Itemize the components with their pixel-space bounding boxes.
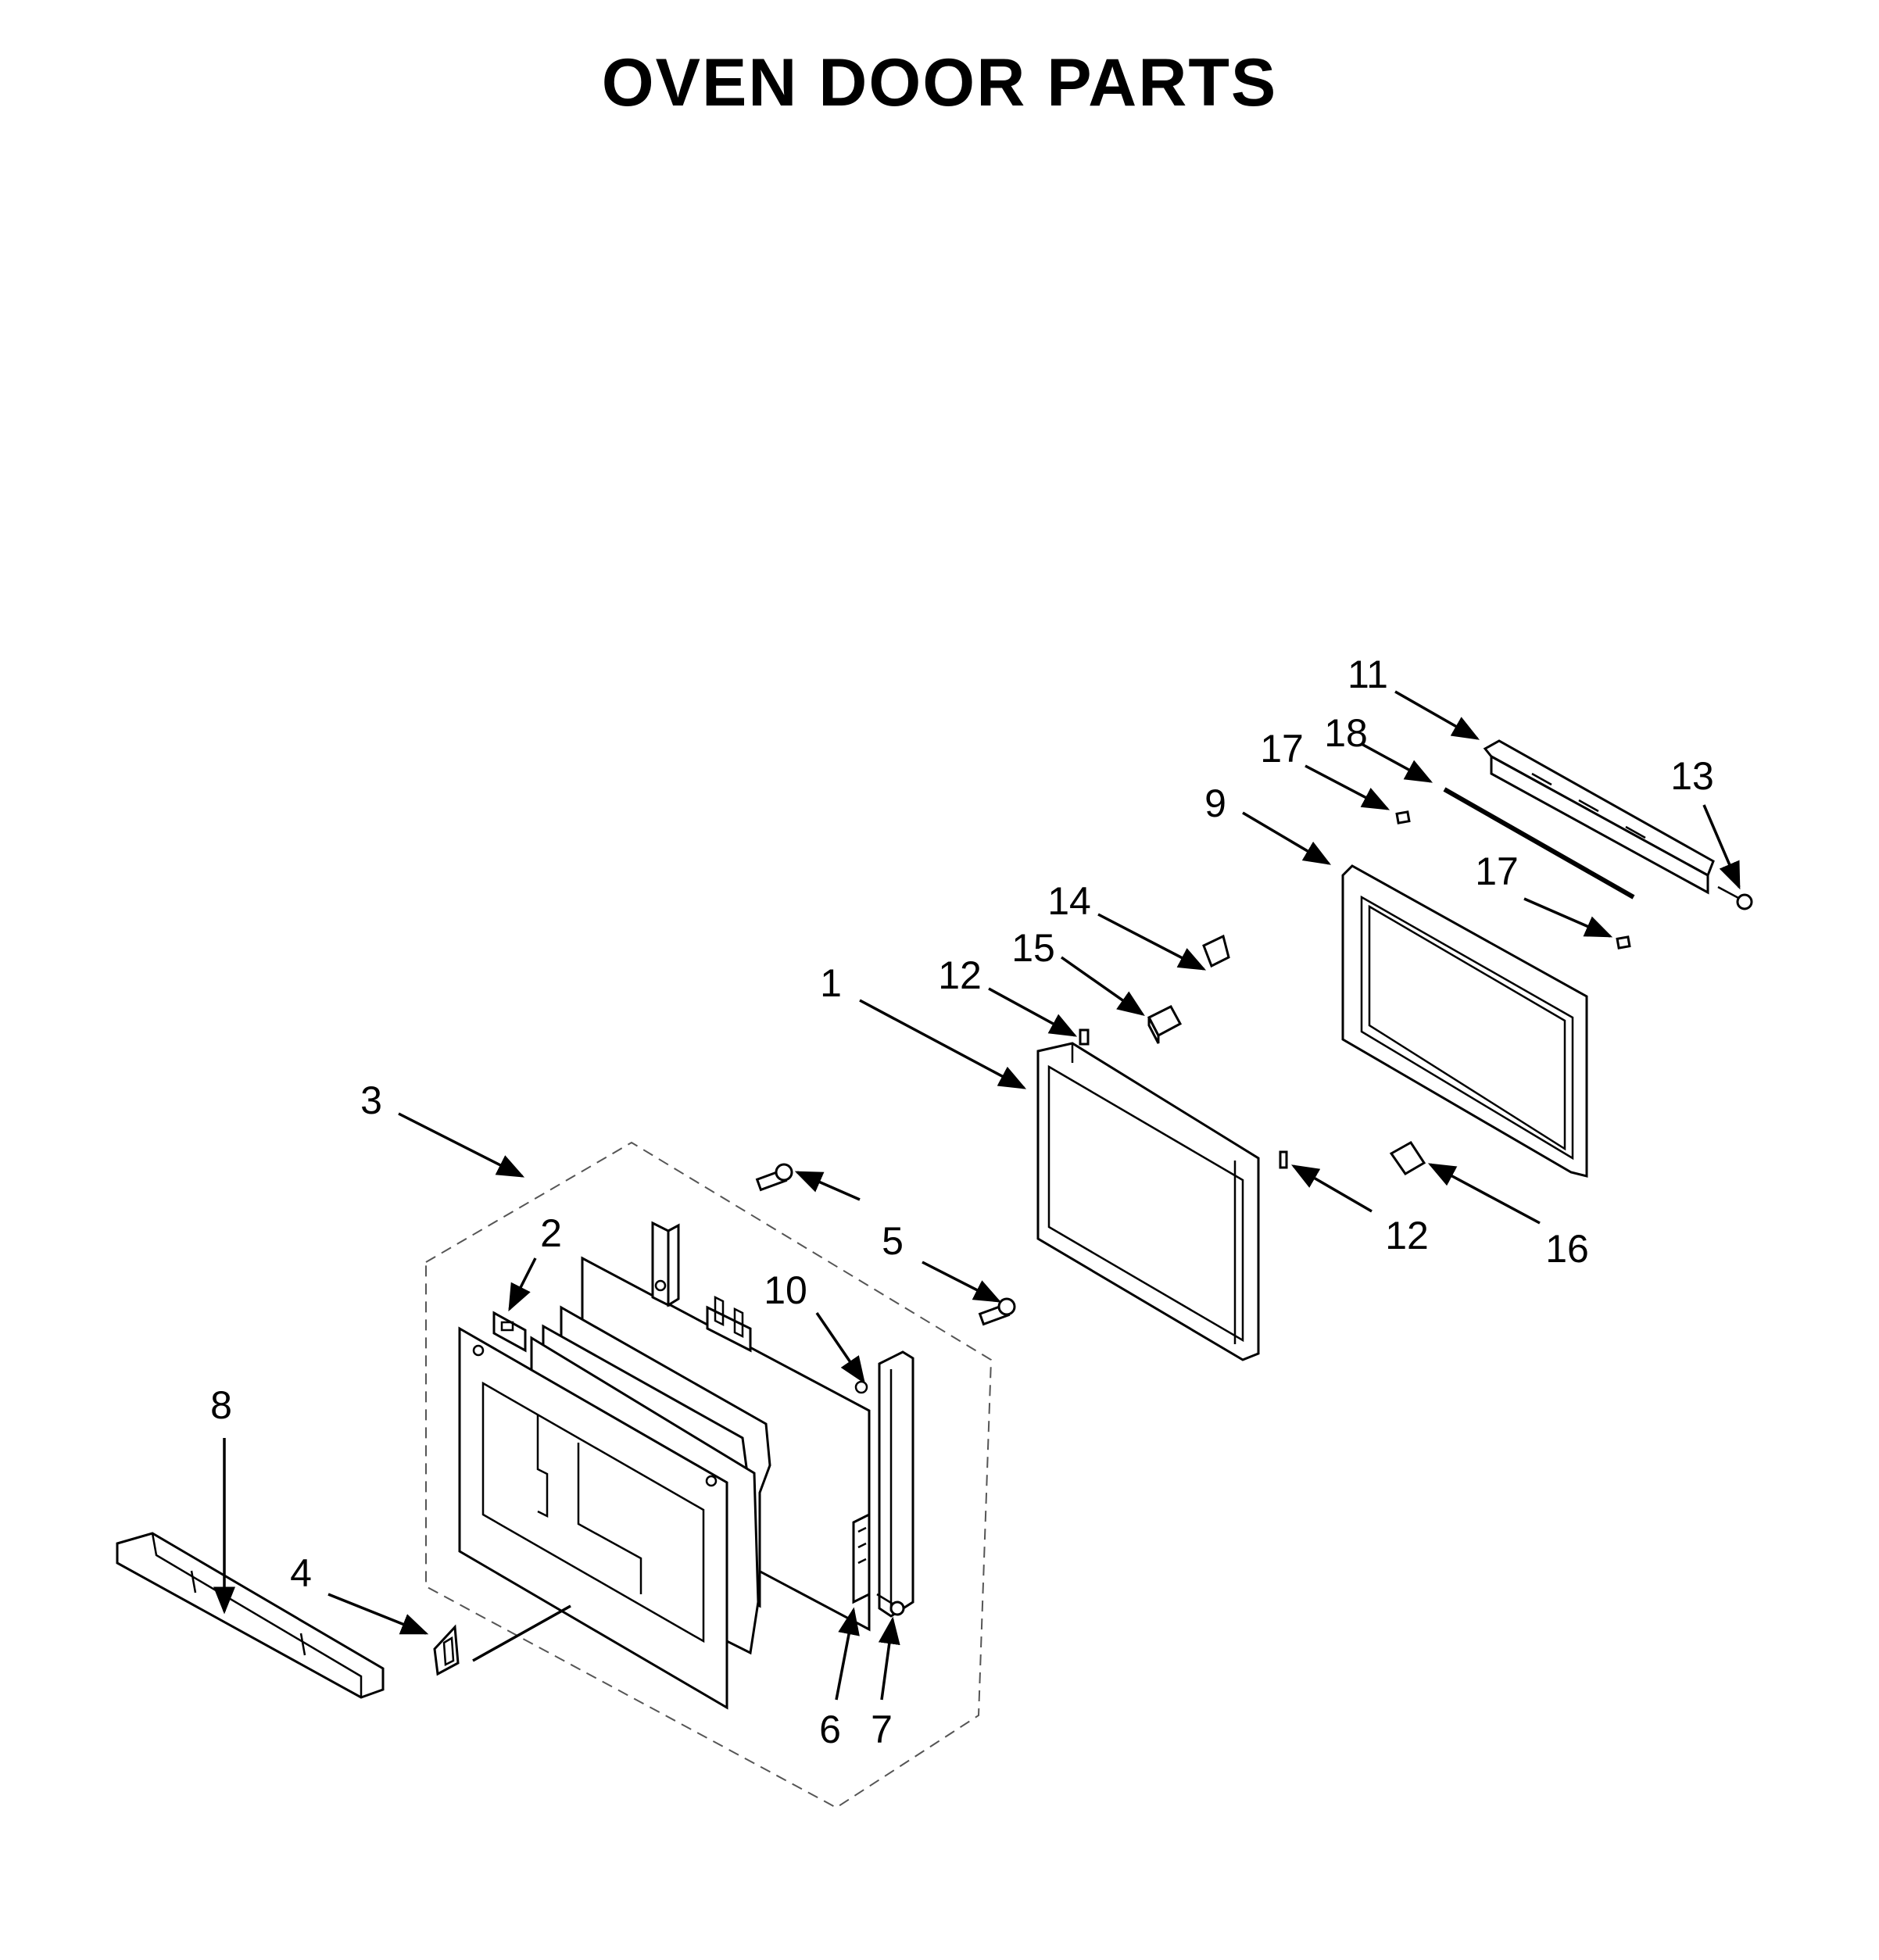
outer-door-panel <box>458 1326 728 1710</box>
door-handle-part <box>116 1532 385 1699</box>
screw-part-13 <box>1717 885 1753 910</box>
diagram-title: OVEN DOOR PARTS <box>602 45 1278 120</box>
callout-9: 9 <box>1204 781 1226 825</box>
callout-16: 16 <box>1545 1227 1589 1271</box>
callout-12-lower: 12 <box>1385 1214 1429 1257</box>
pad-part-17-lower <box>1616 935 1631 950</box>
screw-part-7 <box>876 1593 905 1616</box>
handle-bracket-part <box>433 1624 460 1676</box>
clip-part-14 <box>1202 934 1230 968</box>
block-part-15 <box>1147 1005 1183 1044</box>
screw-part-5-lower <box>978 1297 1016 1326</box>
side-channel-part <box>854 1350 914 1618</box>
door-assembly-outline <box>425 1141 993 1809</box>
callout-3: 3 <box>360 1078 382 1122</box>
clip-part-12-lower <box>1279 1150 1288 1169</box>
window-glass-frame <box>1341 864 1588 1178</box>
callout-18: 18 <box>1324 711 1368 755</box>
top-hinge-bracket <box>651 1221 680 1307</box>
callout-7: 7 <box>871 1708 893 1751</box>
callout-5: 5 <box>882 1219 904 1263</box>
callout-1: 1 <box>820 961 842 1005</box>
callout-6: 6 <box>819 1708 841 1751</box>
pad-part-17-upper <box>1395 810 1411 824</box>
callout-14: 14 <box>1047 879 1091 923</box>
leader-arrows <box>213 690 1741 1701</box>
inner-door-frame <box>1036 1042 1260 1361</box>
callout-13: 13 <box>1670 754 1714 798</box>
callout-17-upper: 17 <box>1260 727 1304 771</box>
callout-15: 15 <box>1011 926 1055 970</box>
callout-2: 2 <box>540 1211 562 1255</box>
callout-11: 11 <box>1348 653 1388 696</box>
callout-10: 10 <box>764 1268 807 1312</box>
vent-rail-part <box>1483 739 1715 895</box>
strip-part-18 <box>1443 787 1635 900</box>
block-part-16 <box>1389 1141 1426 1175</box>
callout-4: 4 <box>290 1551 312 1595</box>
badge-plate-part <box>492 1311 527 1353</box>
hinge-part <box>852 1512 871 1604</box>
callout-labels: 1 2 3 4 5 6 7 8 9 10 11 12 12 13 14 15 1… <box>210 653 1714 1751</box>
clip-part-12-upper <box>1079 1028 1090 1046</box>
screw-part-5-upper <box>755 1163 793 1192</box>
callout-12-upper: 12 <box>938 953 982 997</box>
top-edge-bracket <box>706 1295 752 1353</box>
callout-17-lower: 17 <box>1475 849 1519 893</box>
callout-8: 8 <box>210 1383 232 1427</box>
